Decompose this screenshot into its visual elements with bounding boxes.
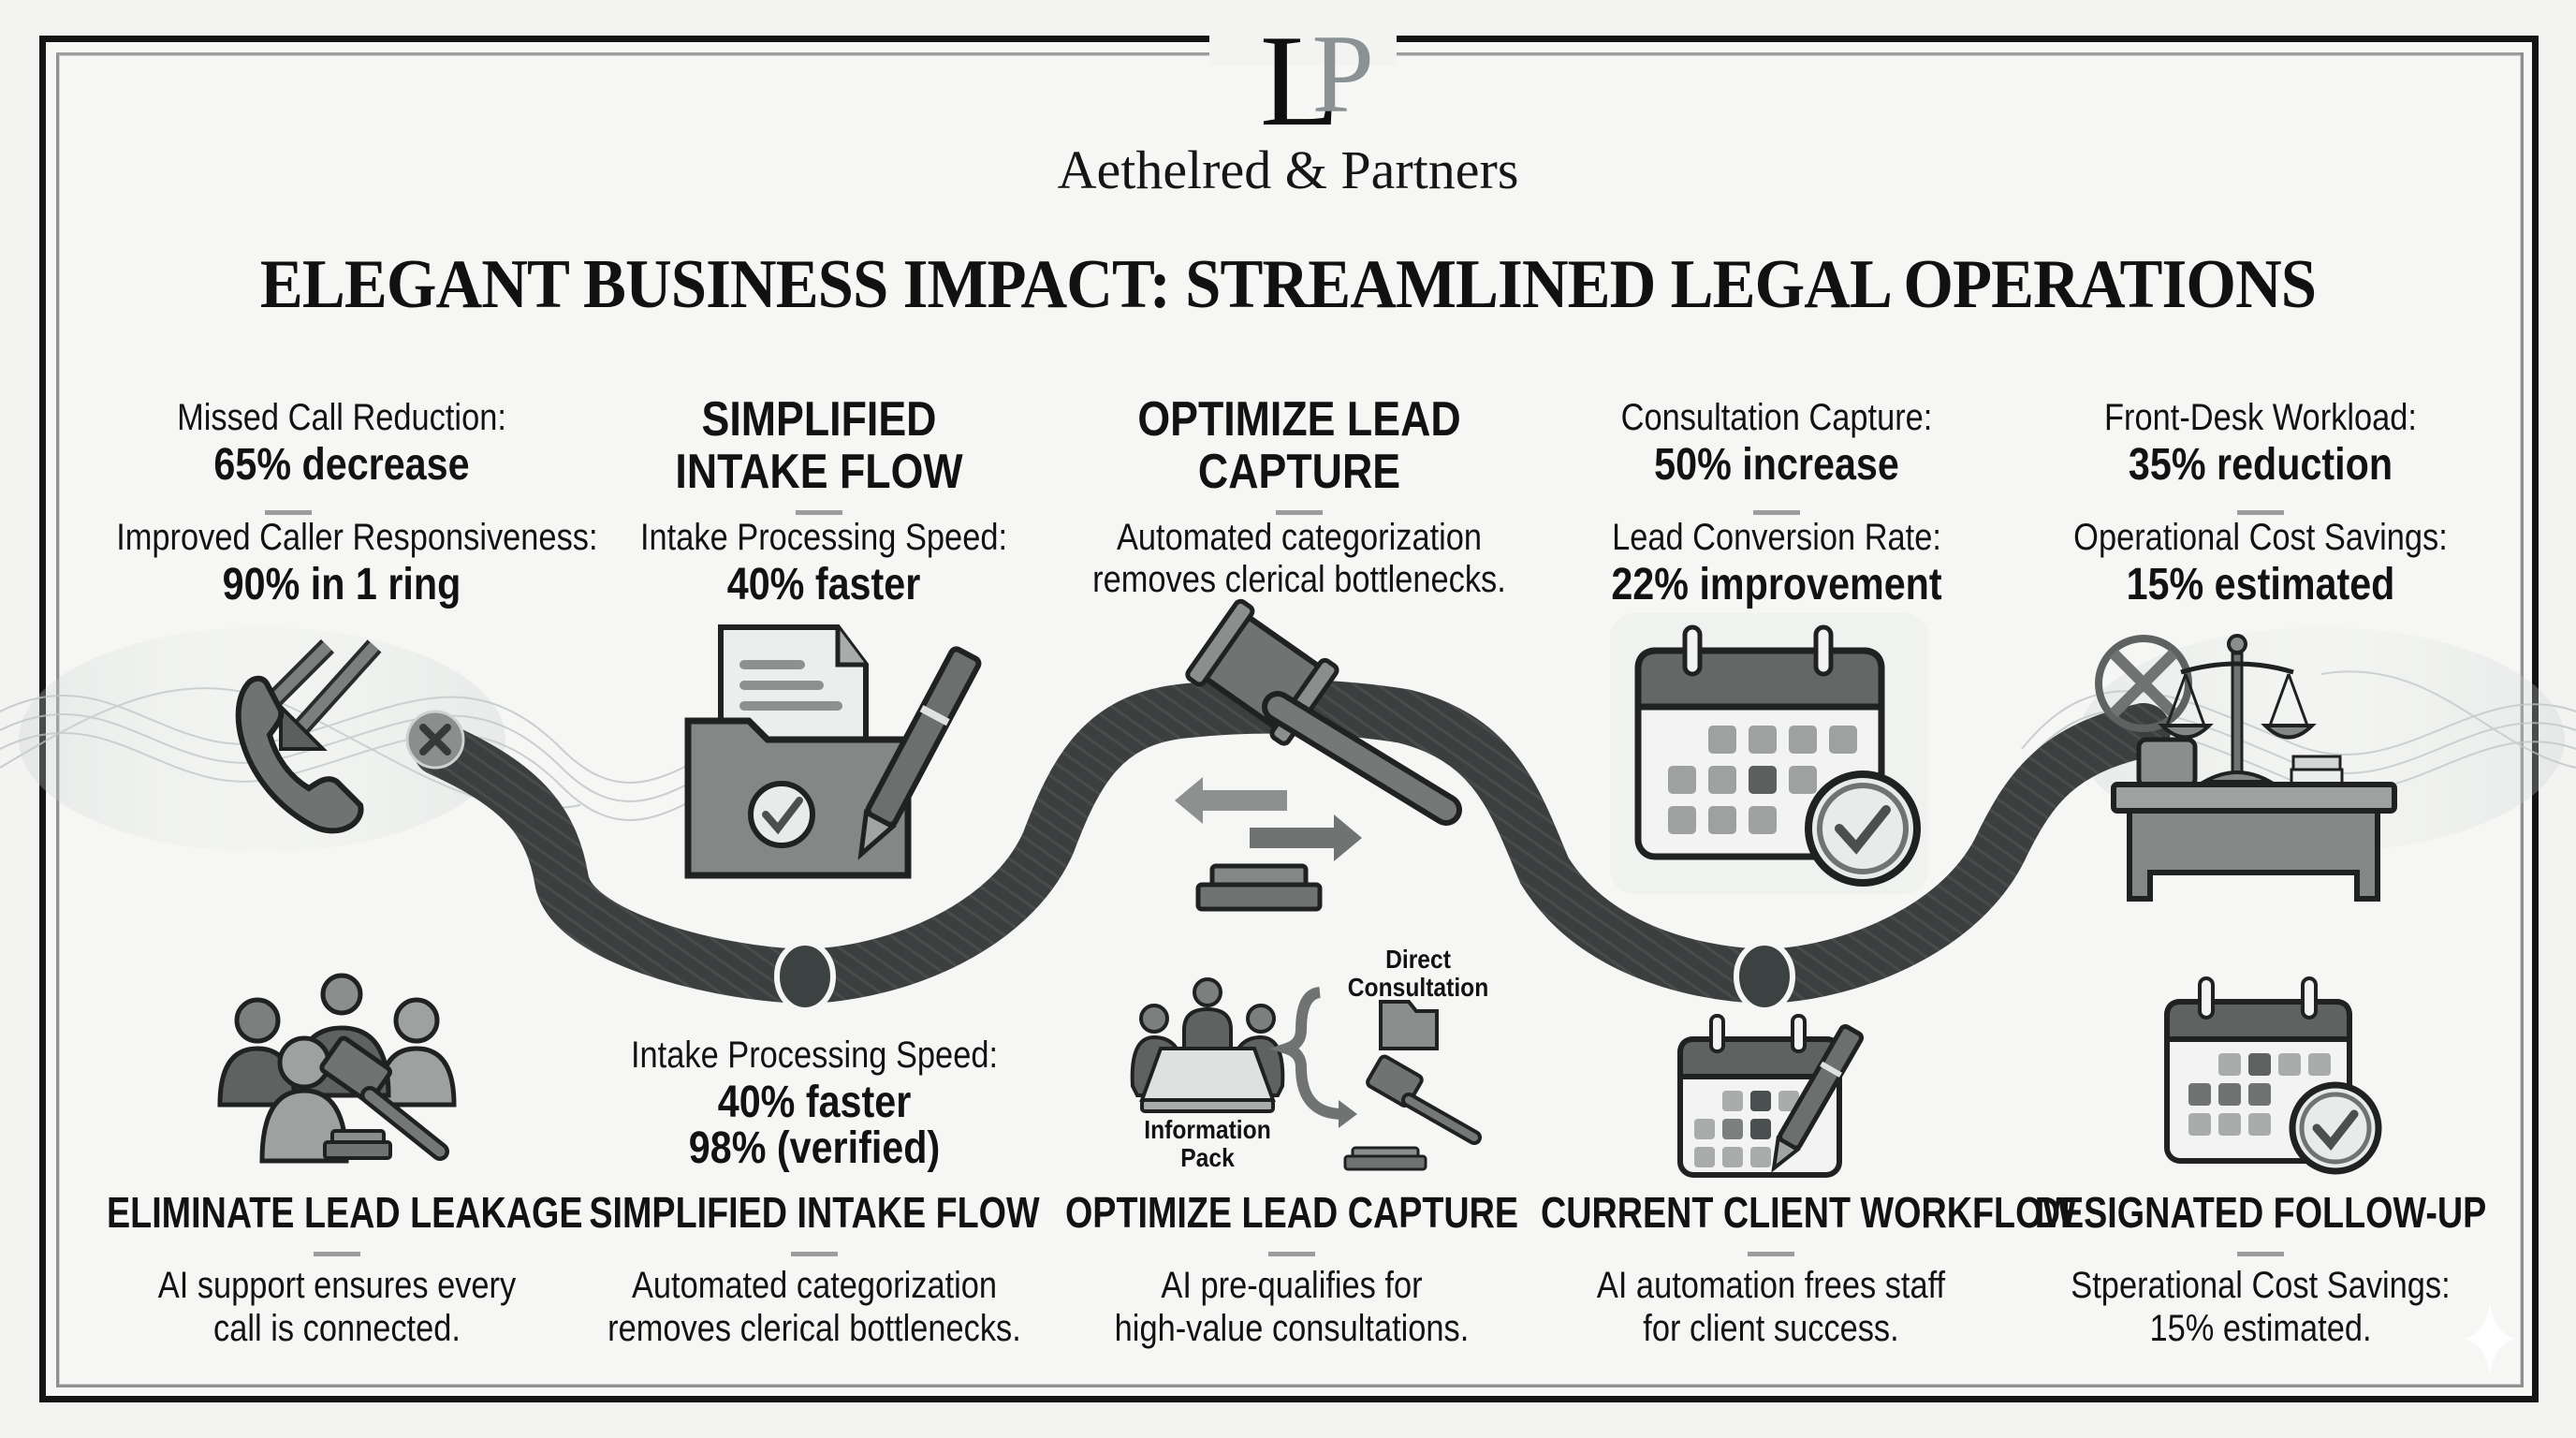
bottom-desc: AI pre-qualifies for high-value consulta… <box>1050 1264 1533 1350</box>
firm-name: Aethelred & Partners <box>1057 139 1519 200</box>
label-line: Direct <box>1385 945 1451 974</box>
heading-line: CAPTURE <box>1197 445 1401 499</box>
desc-line: 15% estimated. <box>2149 1308 2372 1349</box>
calendar-check-icon-bottom <box>2164 976 2382 1175</box>
stat-label: Front-Desk Workload: <box>2104 397 2417 438</box>
path-node <box>1734 940 1795 1013</box>
label-line: Information <box>1144 1115 1271 1144</box>
meeting-routing-icon <box>1130 977 1482 1171</box>
desc-line: call is connected. <box>213 1308 461 1349</box>
stat-value: 15% estimated <box>2126 560 2395 609</box>
stat-lead-conversion: Lead Conversion Rate: 22% improvement <box>1515 517 2039 610</box>
phone-missed-call-icon <box>235 638 465 834</box>
desc-line: removes clerical bottlenecks. <box>1092 559 1506 600</box>
calendar-check-icon <box>1610 613 1928 894</box>
header-rule-left <box>39 36 1209 42</box>
bottom-desc: AI support ensures every call is connect… <box>95 1264 578 1350</box>
desc-line: AI support ensures every <box>157 1265 517 1306</box>
stat-operational-savings: Operational Cost Savings: 15% estimated <box>1998 517 2523 610</box>
calendar-pen-icon <box>1677 1014 1865 1178</box>
logo-gap <box>1209 28 1397 66</box>
desc-line: removes clerical bottlenecks. <box>607 1308 1021 1349</box>
bottom-desc: Automated categorization removes clerica… <box>573 1264 1056 1350</box>
heading-line: OPTIMIZE LEAD <box>1137 392 1461 447</box>
firm-monogram-logo: LP <box>1213 11 1400 152</box>
stat-value: 50% increase <box>1654 440 1899 490</box>
stat-column-responsiveness: Improved Caller Responsiveness: 90% in 1… <box>80 517 604 610</box>
bottom-title-optimize-lead-capture: OPTIMIZE LEAD CAPTURE <box>1064 1188 1519 1237</box>
stat-label: Improved Caller Responsiveness: <box>116 517 598 558</box>
stat-label: Operational Cost Savings: <box>2073 517 2448 558</box>
bottom-desc: AI automation frees staff for client suc… <box>1530 1264 2012 1350</box>
sparkle-icon <box>2462 1301 2518 1376</box>
stat-value: 65% decrease <box>213 440 470 490</box>
desc-optimize-lead-capture: Automated categorization removes clerica… <box>1037 517 1561 601</box>
desc-line: for client success. <box>1643 1308 1899 1349</box>
header-rule-right-thin <box>1397 52 2520 55</box>
desc-line: Automated categorization <box>1116 517 1483 558</box>
folder-document-pen-icon <box>684 624 982 879</box>
stat-value: 35% reduction <box>2128 440 2393 490</box>
stat-column-missed-calls: Missed Call Reduction: 65% decrease <box>80 397 604 491</box>
stat-value-verified: 98% (verified) <box>688 1123 941 1173</box>
label-information-pack: Information Pack <box>1125 1116 1290 1172</box>
desk-scales-icon <box>2095 634 2397 902</box>
stat-label: Lead Conversion Rate: <box>1612 517 1941 558</box>
header-rule-left-thin <box>56 52 1209 55</box>
label-line: Pack <box>1180 1143 1235 1172</box>
bottom-title-eliminate-lead-leakage: ELIMINATE LEAD LEAKAGE <box>107 1188 583 1237</box>
desc-line: Automated categorization <box>631 1265 998 1306</box>
desc-line: AI automation frees staff <box>1596 1265 1946 1306</box>
path-node <box>774 940 836 1013</box>
bottom-title-current-client-workflow: CURRENT CLIENT WORKFLOW <box>1541 1188 2077 1237</box>
divider <box>791 1252 838 1256</box>
bottom-desc: Stperational Cost Savings: 15% estimated… <box>2019 1264 2502 1350</box>
label-line: Consultation <box>1347 973 1489 1002</box>
page-title: ELEGANT BUSINESS IMPACT: STREAMLINED LEG… <box>259 246 2317 323</box>
divider <box>314 1252 360 1256</box>
stat-value: 40% faster <box>726 560 921 609</box>
divider <box>1268 1252 1315 1256</box>
divider <box>1753 510 1800 515</box>
stat-label: Intake Processing Speed: <box>630 1034 999 1076</box>
stat-label: Consultation Capture: <box>1620 397 1933 438</box>
desc-line: AI pre-qualifies for <box>1161 1265 1423 1306</box>
label-direct-consultation: Direct Consultation <box>1336 946 1500 1002</box>
gavel-exchange-icon <box>1175 598 1462 912</box>
heading-line: SIMPLIFIED <box>701 392 937 447</box>
stat-intake-speed: Intake Processing Speed: 40% faster <box>562 517 1086 610</box>
stat-label: Intake Processing Speed: <box>639 517 1008 558</box>
divider <box>2237 510 2284 515</box>
stat-value: 40% faster <box>717 1078 912 1127</box>
bottom-title-designated-follow-up: DESIGNATED FOLLOW-UP <box>2034 1188 2487 1237</box>
divider <box>1748 1252 1794 1256</box>
heading-simplified-intake: SIMPLIFIED INTAKE FLOW <box>557 393 1081 498</box>
divider <box>2237 1252 2284 1256</box>
heading-line: INTAKE FLOW <box>675 445 963 499</box>
desc-line: Stperational Cost Savings: <box>2071 1265 2451 1306</box>
divider <box>1276 510 1323 515</box>
heading-optimize-lead-capture: OPTIMIZE LEAD CAPTURE <box>1037 393 1561 498</box>
stat-label: Missed Call Reduction: <box>177 397 506 438</box>
stat-front-desk-workload: Front-Desk Workload: 35% reduction <box>1998 397 2523 491</box>
stat-intake-speed-verified: Intake Processing Speed: 40% faster 98% … <box>552 1034 1076 1174</box>
bottom-title-simplified-intake-flow: SIMPLIFIED INTAKE FLOW <box>589 1188 1040 1237</box>
team-gavel-icon <box>217 973 457 1164</box>
stat-value: 90% in 1 ring <box>222 560 461 609</box>
desc-line: high-value consultations. <box>1114 1308 1470 1349</box>
stat-value: 22% improvement <box>1611 560 1942 609</box>
divider <box>265 510 312 515</box>
stat-consultation-capture: Consultation Capture: 50% increase <box>1515 397 2039 491</box>
header-rule-right <box>1397 36 2539 42</box>
divider <box>796 510 842 515</box>
